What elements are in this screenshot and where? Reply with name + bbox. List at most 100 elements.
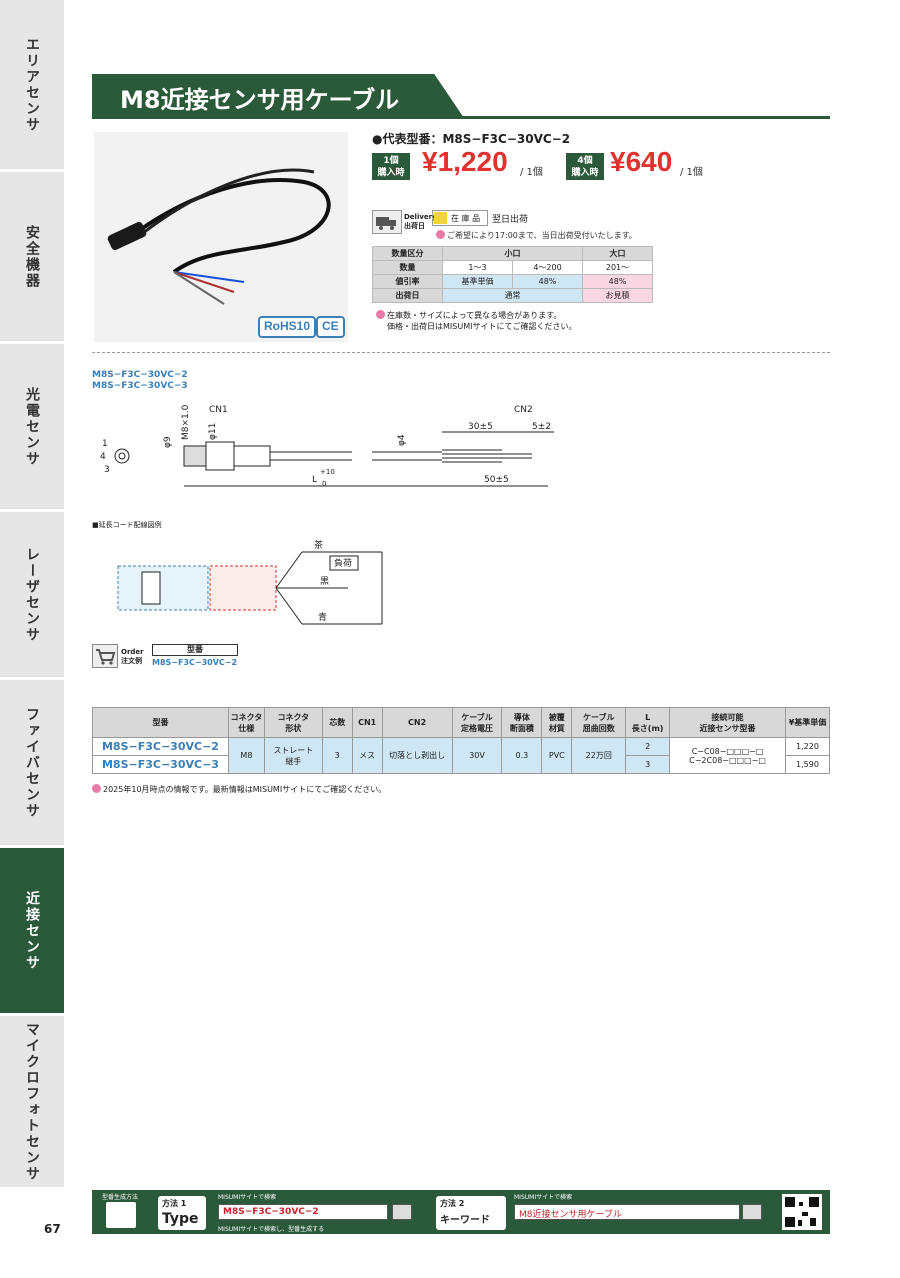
table-cell: 3 bbox=[321, 737, 353, 774]
price-note: 在庫数・サイズによって異なる場合があります。 bbox=[387, 311, 562, 320]
price-qty-1: ¥1,220 bbox=[422, 146, 508, 177]
table-cell: 切落とし剥出し bbox=[381, 737, 453, 774]
product-photo: RoHS10 CE bbox=[94, 132, 348, 342]
title-banner bbox=[92, 74, 464, 118]
dim-30: 30±5 bbox=[468, 422, 493, 432]
column-header: CN1 bbox=[351, 707, 383, 738]
table-cell: 値引率 bbox=[372, 274, 443, 289]
price-notes: 在庫数・サイズによって異なる場合があります。 価格・出荷日はMISUMIサイトに… bbox=[376, 310, 576, 332]
table-cell: 1,220 bbox=[784, 737, 831, 756]
gen-note: MISUMIサイトで検索し、型番生成する bbox=[218, 1226, 325, 1233]
note-icon bbox=[92, 784, 101, 793]
order-example: M8S−F3C−30VC−2 bbox=[152, 658, 238, 667]
table-cell: 3 bbox=[625, 755, 671, 774]
side-tab-proximity[interactable]: 近接センサ bbox=[0, 848, 64, 1016]
table-cell: ストレート 継手 bbox=[263, 737, 323, 774]
table-cell: PVC bbox=[541, 737, 573, 774]
side-tab-laser[interactable]: レーザセンサ bbox=[0, 512, 64, 680]
side-tab-microphoto[interactable]: マイクロフォトセンサ bbox=[0, 1016, 64, 1190]
side-navigation: エリアセンサ 安全機器 光電センサ レーザセンサ ファイバセンサ 近接センサ マ… bbox=[0, 0, 64, 1190]
table-cell: 48% bbox=[582, 274, 653, 289]
note-icon bbox=[436, 230, 445, 239]
monitor-icon bbox=[106, 1202, 136, 1228]
side-tab-safety[interactable]: 安全機器 bbox=[0, 172, 64, 344]
price-table: 数量区分 小口 大口 数量 1〜3 4〜200 201〜 値引率 基準単価 48… bbox=[372, 246, 653, 303]
dim-l: L bbox=[312, 475, 317, 485]
keyword-search-input[interactable]: M8近接センサ用ケーブル bbox=[514, 1204, 740, 1220]
stock-label: 在 庫 品 bbox=[451, 214, 481, 223]
dim-50: 50±5 bbox=[484, 475, 509, 485]
column-header: ケーブル 屈曲回数 bbox=[571, 707, 627, 738]
footer-bar: 型番生成方法 方法 1 Type MISUMIサイトで検索 M8S−F3C−30… bbox=[92, 1190, 830, 1234]
method-2-box: 方法 2 キーワード bbox=[436, 1196, 506, 1230]
qr-code-icon[interactable] bbox=[782, 1194, 822, 1230]
side-tab-label: 近接センサ bbox=[24, 890, 40, 971]
stock-badge: 在 庫 品 bbox=[432, 210, 488, 226]
side-tab-area-sensor[interactable]: エリアセンサ bbox=[0, 0, 64, 172]
page-title: M8近接センサ用ケーブル bbox=[120, 86, 400, 114]
ce-badge: CE bbox=[316, 316, 345, 338]
side-tab-photoelectric[interactable]: 光電センサ bbox=[0, 344, 64, 512]
cn1-label: CN1 bbox=[209, 405, 228, 415]
search-icon[interactable] bbox=[742, 1204, 762, 1220]
wiring-title: ■延長コード配線図例 bbox=[92, 521, 162, 529]
column-header: 型番 bbox=[92, 707, 229, 738]
keyword-label: キーワード bbox=[440, 1215, 490, 1226]
qty-4-label: 4個 購入時 bbox=[566, 153, 604, 180]
qty-1-label: 1個 購入時 bbox=[372, 153, 410, 180]
cart-icon bbox=[92, 644, 118, 668]
load-label: 負荷 bbox=[334, 557, 352, 569]
price-unit: / 1個 bbox=[680, 167, 703, 178]
pin-1-label: 1 bbox=[102, 439, 108, 449]
side-tab-label: 光電センサ bbox=[24, 386, 40, 467]
table-cell: 22万回 bbox=[571, 737, 627, 774]
spec-note: 2025年10月時点の情報です。最新情報はMISUMIサイトにてご確認ください。 bbox=[92, 784, 386, 795]
search-icon[interactable] bbox=[392, 1204, 412, 1220]
table-cell: 小口 bbox=[442, 246, 583, 261]
site-search-label: MISUMIサイトで検索 bbox=[514, 1194, 573, 1201]
wiring-diagram: 茶 負荷 黒 青 bbox=[117, 539, 383, 625]
truck-icon bbox=[372, 210, 402, 234]
column-header: CN2 bbox=[381, 707, 453, 738]
pin-3-label: 3 bbox=[104, 465, 110, 475]
table-cell: 201〜 bbox=[582, 260, 653, 275]
thread-label: M8×1.0 bbox=[181, 404, 191, 440]
wire-black: 黒 bbox=[320, 576, 329, 587]
table-cell: 2 bbox=[625, 737, 671, 756]
dim-5: 5±2 bbox=[532, 422, 551, 432]
box-icon bbox=[434, 212, 447, 224]
note-icon bbox=[376, 310, 385, 319]
table-cell: 0.3 bbox=[501, 737, 543, 774]
method-2-label: 方法 2 bbox=[440, 1199, 465, 1208]
delivery-note: ご希望により17:00まで、当日出荷受付いたします。 bbox=[436, 230, 637, 241]
table-cell: お見積 bbox=[582, 288, 653, 303]
title-rule bbox=[92, 116, 830, 119]
delivery-caption: Delivery 出荷日 bbox=[404, 213, 437, 230]
drawing-model: M8S−F3C−30VC−2 bbox=[92, 370, 188, 380]
side-tab-label: 安全機器 bbox=[24, 224, 40, 289]
divider bbox=[92, 352, 830, 353]
price-note: 価格・出荷日はMISUMIサイトにてご確認ください。 bbox=[387, 322, 577, 331]
column-header: L 長さ(m) bbox=[625, 707, 671, 738]
drawing-model: M8S−F3C−30VC−3 bbox=[92, 381, 188, 391]
table-cell: 48% bbox=[512, 274, 583, 289]
type-search-input[interactable]: M8S−F3C−30VC−2 bbox=[218, 1204, 388, 1220]
table-cell: M8 bbox=[227, 737, 265, 774]
spec-table: 型番 コネクタ 仕様 コネクタ 形状 芯数 CN1 CN2 ケーブル 定格電圧 … bbox=[92, 707, 831, 774]
model-cell[interactable]: M8S−F3C−30VC−3 bbox=[92, 755, 229, 774]
table-cell: 通常 bbox=[442, 288, 583, 303]
site-search-label: MISUMIサイトで検索 bbox=[218, 1194, 277, 1201]
table-row: M8S−F3C−30VC−3 3 1,590 bbox=[92, 755, 831, 774]
side-tab-label: ファイバセンサ bbox=[24, 706, 40, 819]
table-cell: 出荷日 bbox=[372, 288, 443, 303]
model-cell[interactable]: M8S−F3C−30VC−2 bbox=[92, 737, 229, 756]
side-tab-label: エリアセンサ bbox=[24, 36, 40, 133]
table-row: M8S−F3C−30VC−2 M8 ストレート 継手 3 メス 切落とし剥出し … bbox=[92, 737, 831, 774]
table-cell: 4〜200 bbox=[512, 260, 583, 275]
column-header: 導体 断面積 bbox=[501, 707, 543, 738]
gen-label: 型番生成方法 bbox=[102, 1194, 139, 1201]
order-header: 型番 bbox=[152, 644, 238, 656]
side-tab-fiber[interactable]: ファイバセンサ bbox=[0, 680, 64, 848]
column-header: ¥基準単価 bbox=[784, 707, 831, 738]
cn2-label: CN2 bbox=[514, 405, 533, 415]
